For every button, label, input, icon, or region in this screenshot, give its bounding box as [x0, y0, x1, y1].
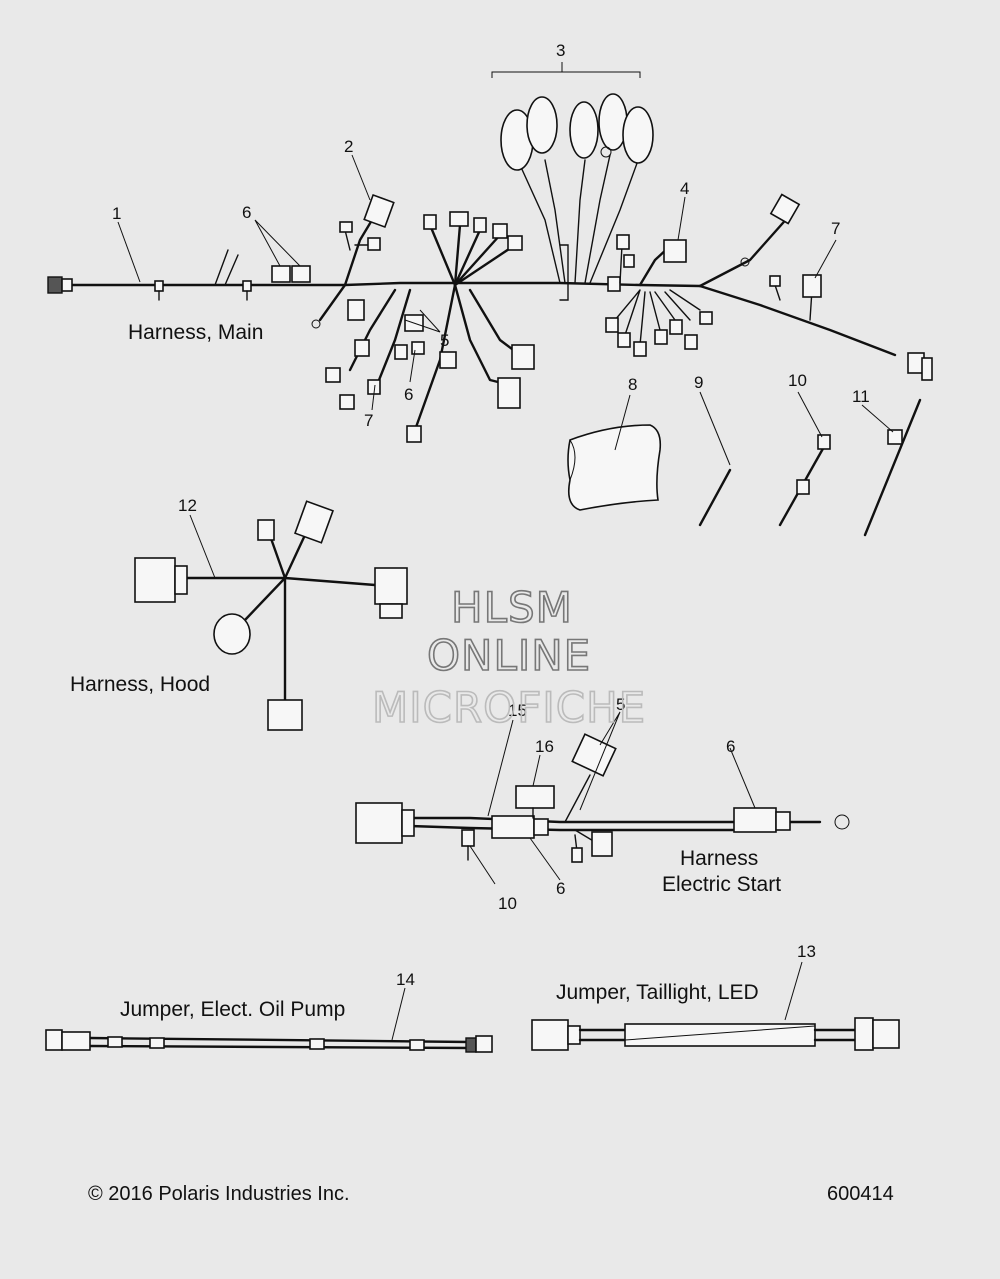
callout-1: 1 [112, 204, 121, 223]
callout-10-top: 10 [788, 371, 807, 390]
callout-4: 4 [680, 179, 689, 198]
label-harness-electric-start-2: Electric Start [662, 873, 781, 896]
harness-electric-start-drawing [355, 733, 850, 863]
callout-9: 9 [694, 373, 703, 392]
watermark-line-1: HLSM [451, 583, 573, 632]
part-labels: Harness, Main Harness, Hood Harness Elec… [70, 321, 781, 1021]
watermark-line-3: MICROFICHE [372, 683, 646, 732]
harness-hood-drawing [134, 500, 408, 731]
label-jumper-taillight: Jumper, Taillight, LED [556, 981, 759, 1004]
callout-2: 2 [344, 137, 353, 156]
jumper-taillight-drawing [531, 1017, 900, 1051]
callout-7-right: 7 [831, 219, 840, 238]
loose-parts-8-11 [567, 398, 922, 537]
callout-5-main: 5 [440, 331, 449, 350]
callout-7-left: 7 [364, 411, 373, 430]
callout-8: 8 [628, 375, 637, 394]
callout-12: 12 [178, 496, 197, 515]
callout-numbers: 1 6 2 3 4 5 6 7 7 8 9 10 11 12 15 5 16 6… [112, 41, 870, 989]
callout-13: 13 [797, 942, 816, 961]
callout-16: 16 [535, 737, 554, 756]
copyright-text: © 2016 Polaris Industries Inc. [88, 1183, 350, 1205]
callout-11: 11 [852, 387, 870, 406]
callout-6-lower: 6 [404, 385, 413, 404]
label-harness-main: Harness, Main [128, 321, 263, 344]
watermark-line-2: ONLINE [427, 631, 591, 680]
callout-14: 14 [396, 970, 415, 989]
callout-6-start-right: 6 [726, 737, 735, 756]
callout-15: 15 [508, 701, 527, 720]
callout-10-start: 10 [498, 894, 517, 913]
label-jumper-oil-pump: Jumper, Elect. Oil Pump [120, 998, 345, 1021]
harness-main-drawing [47, 62, 933, 443]
watermark: HLSM ONLINE MICROFICHE [371, 582, 646, 733]
label-harness-hood: Harness, Hood [70, 673, 210, 696]
callout-6-start-lower: 6 [556, 879, 565, 898]
label-harness-electric-start-1: Harness [680, 847, 758, 870]
callout-6-main: 6 [242, 203, 251, 222]
leader-lines [117, 154, 894, 1041]
figure-id: 600414 [827, 1183, 894, 1205]
jumper-oil-pump-drawing [45, 1029, 493, 1053]
callout-3: 3 [556, 41, 565, 60]
footer: © 2016 Polaris Industries Inc. 600414 [88, 1183, 894, 1205]
callout-5-start: 5 [616, 695, 625, 714]
